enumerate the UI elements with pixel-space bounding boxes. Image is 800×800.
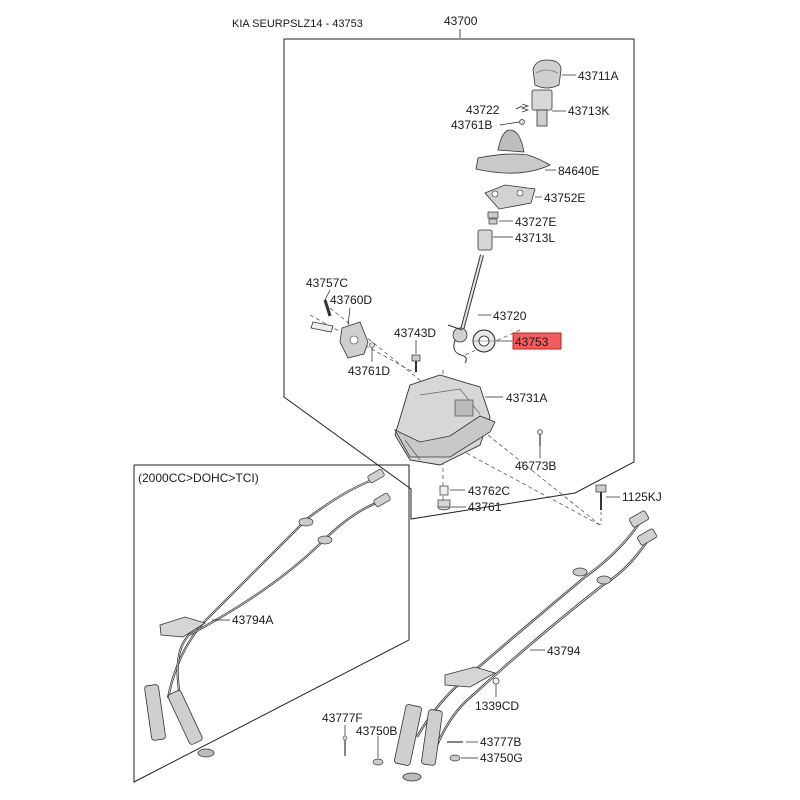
pin-part-43761b[interactable] <box>519 119 525 125</box>
part-label-43720: 43720 <box>493 309 527 323</box>
part-label-43794a: 43794A <box>232 613 273 627</box>
part-label-43727e: 43727E <box>515 215 556 229</box>
part-label-43757c: 43757C <box>306 276 348 290</box>
part-label-43722: 43722 <box>466 103 500 117</box>
shift-boot-part[interactable] <box>475 129 551 174</box>
part-label-43752e: 43752E <box>544 191 585 205</box>
bolt-part-1125kj[interactable] <box>595 484 607 510</box>
part-label-43711a: 43711A <box>578 69 618 83</box>
assembly-frame <box>283 38 635 520</box>
pin-part-43761d[interactable] <box>369 342 375 348</box>
washer-part-43750b[interactable] <box>372 758 384 766</box>
part-label-43777b: 43777B <box>480 735 521 749</box>
part-label-1125kj: 1125KJ <box>622 490 662 504</box>
bushing-part-43762c[interactable] <box>439 485 449 496</box>
screw-part-46773b[interactable] <box>537 429 543 447</box>
highlight-box-43753 <box>512 332 562 350</box>
clip-part-43757c[interactable] <box>310 299 334 333</box>
shift-housing-part[interactable] <box>394 374 496 466</box>
leader-lines <box>212 74 620 759</box>
part-label-43762c: 43762C <box>468 484 510 498</box>
spring-part[interactable] <box>520 103 530 113</box>
inset-frame <box>133 464 410 783</box>
part-label-43760d: 43760D <box>330 293 372 307</box>
bracket-part-43760d[interactable] <box>339 321 369 359</box>
part-label-43794: 43794 <box>547 644 581 658</box>
boot-retainer-part[interactable] <box>484 184 536 210</box>
part-label-1339cd: 1339CD <box>475 699 519 713</box>
part-label-43743d: 43743D <box>394 326 436 340</box>
bushing-part-43753[interactable] <box>472 329 496 353</box>
part-label-43750b: 43750B <box>356 724 397 738</box>
part-label-43761b: 43761B <box>451 118 492 132</box>
grommet-part-43761[interactable] <box>437 499 451 511</box>
lever-spring-part[interactable] <box>487 211 499 225</box>
part-label-43731a: 43731A <box>506 391 547 405</box>
pin-part-43777f[interactable] <box>342 735 348 756</box>
part-label-84640e: 84640E <box>558 164 599 178</box>
part-label-43713k: 43713K <box>568 104 609 118</box>
shift-lever-part[interactable] <box>447 254 484 364</box>
lever-block-part[interactable] <box>477 229 493 251</box>
part-label-43713l: 43713L <box>515 231 555 245</box>
part-label-43753[interactable]: 43753 <box>515 335 549 349</box>
cable-assembly-43794[interactable] <box>394 510 657 782</box>
diagram-title: KIA SEURPSLZ14 - 43753 <box>232 18 363 30</box>
washer-part-43750g[interactable] <box>449 754 461 762</box>
shift-knob-part[interactable] <box>532 59 562 89</box>
part-label-43761: 43761 <box>468 500 502 514</box>
nut-part-1339cd[interactable] <box>492 677 500 685</box>
assembly-number-label: 43700 <box>444 14 478 28</box>
part-label-43761d: 43761D <box>348 364 390 378</box>
inset-caption: (2000CC>DOHC>TCI) <box>138 471 259 485</box>
part-label-46773b: 46773B <box>515 459 556 473</box>
part-label-43750g: 43750G <box>480 751 523 765</box>
part-label-43777f: 43777F <box>322 711 363 725</box>
cable-assembly-43794a[interactable] <box>144 468 391 758</box>
bolt-part-43743d[interactable] <box>411 354 421 372</box>
knob-adapter-part[interactable] <box>531 89 553 127</box>
